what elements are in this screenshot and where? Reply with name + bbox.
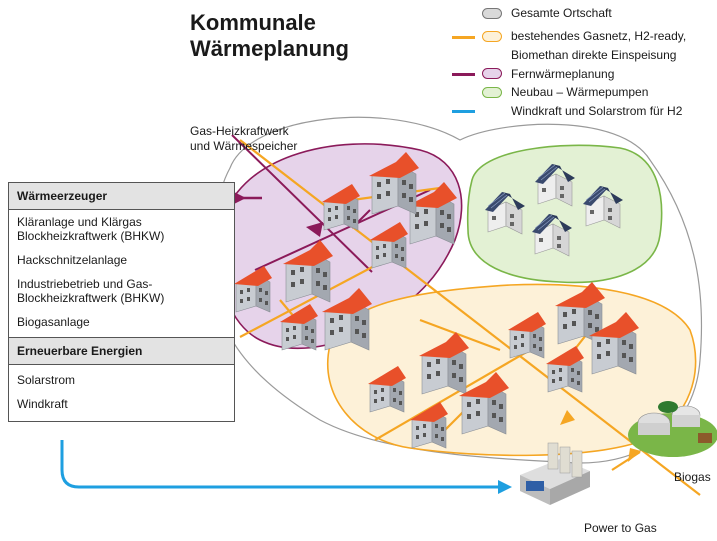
legend-line-district-heat bbox=[452, 73, 475, 76]
title-line-1: Kommunale bbox=[190, 10, 316, 35]
legend-swatch-new-build bbox=[482, 87, 502, 98]
legend-text-gas-2: Biomethan direkte Einspeisung bbox=[511, 48, 677, 62]
power-to-gas-plant bbox=[520, 442, 590, 505]
title-line-2: Wärmeplanung bbox=[190, 36, 349, 61]
legend-text-renewables: Windkraft und Solarstrom für H2 bbox=[511, 104, 683, 118]
page-title: Kommunale Wärmeplanung bbox=[190, 10, 349, 62]
heat-flow-arrow bbox=[306, 222, 323, 237]
panel-item-solar: Solarstrom bbox=[17, 373, 76, 387]
legend-swatch-gas bbox=[482, 31, 502, 42]
biogas-label: Biogas bbox=[674, 470, 711, 484]
legend-swatch-town bbox=[482, 8, 502, 19]
panel-item-sewage-plant: Kläranlage und Klärgas Blockheizkraftwer… bbox=[17, 215, 165, 243]
renewables-heading: Erneuerbare Energien bbox=[9, 337, 234, 365]
legend-line-gas bbox=[452, 36, 475, 39]
panel-item-industrial: Industriebetrieb und Gas-Blockheizkraftw… bbox=[17, 277, 165, 305]
panel-item-woodchip: Hackschnitzelanlage bbox=[17, 253, 128, 267]
legend-text-town: Gesamte Ortschaft bbox=[511, 6, 612, 20]
gas-plant-label-line-1: Gas-Heizkraftwerk bbox=[190, 124, 289, 138]
gas-plant-label: Gas-Heizkraftwerk und Wärmespeicher bbox=[190, 124, 297, 154]
gas-plant-label-line-2: und Wärmespeicher bbox=[190, 139, 298, 153]
legend-text-new-build: Neubau – Wärmepumpen bbox=[511, 85, 649, 99]
legend-text-district-heat: Fernwärmeplanung bbox=[511, 67, 615, 81]
legend-swatch-district-heat bbox=[482, 68, 502, 79]
heat-generators-heading: Wärmeerzeuger bbox=[9, 183, 234, 210]
panel-item-biogas: Biogasanlage bbox=[17, 315, 90, 329]
gas-flow-arrow bbox=[560, 410, 575, 425]
biogas-plant bbox=[628, 401, 717, 457]
legend-line-renewables bbox=[452, 110, 475, 113]
panel-item-wind: Windkraft bbox=[17, 397, 68, 411]
energy-sources-panel: Wärmeerzeuger Kläranlage und Klärgas Blo… bbox=[8, 182, 235, 422]
legend-text-gas-1: bestehendes Gasnetz, H2-ready, bbox=[511, 29, 687, 43]
power-to-gas-label: Power to Gas bbox=[584, 521, 657, 535]
